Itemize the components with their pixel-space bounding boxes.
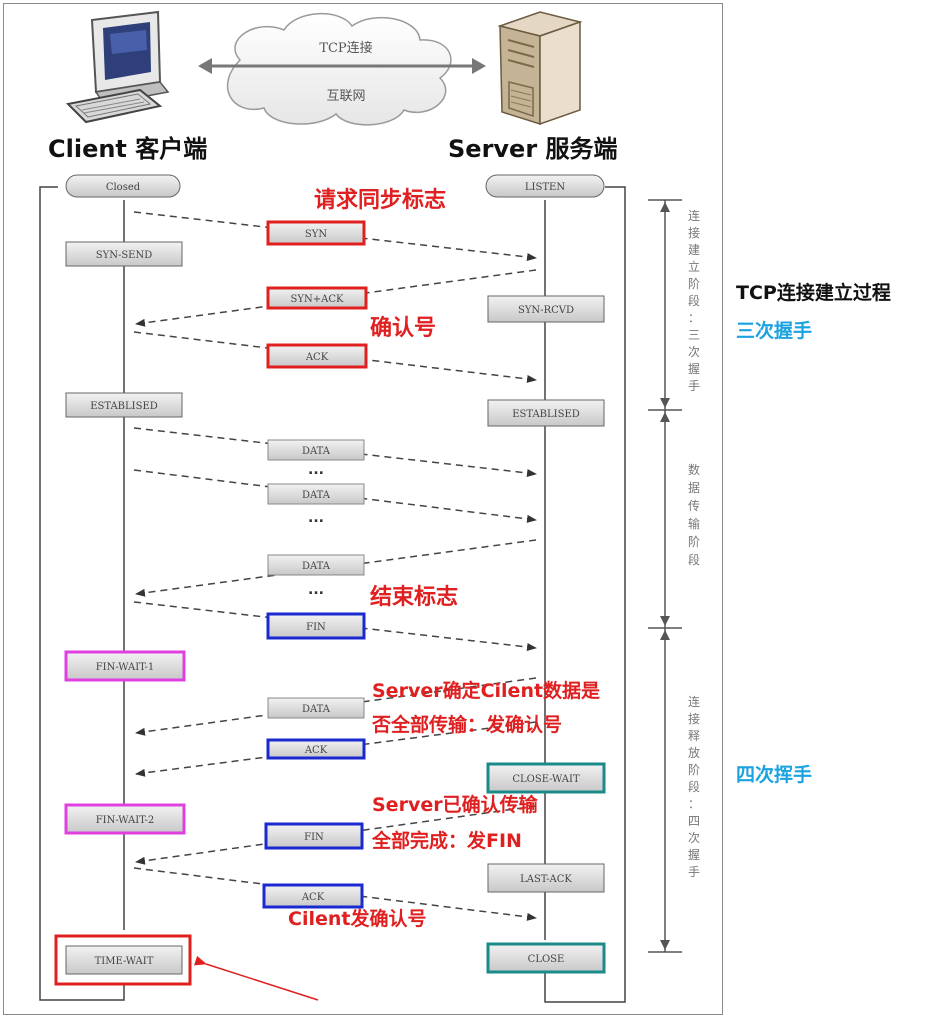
client-state-established xyxy=(65,392,183,418)
bracket-arrow-2-icon xyxy=(660,398,670,408)
client-state-fin-wait-2-label: FIN-WAIT-2 xyxy=(96,815,155,826)
packet-data-4 xyxy=(267,697,365,719)
client-state-syn-send xyxy=(65,241,183,267)
packet-fin-2 xyxy=(264,822,364,850)
client-loop-line xyxy=(39,186,125,1001)
packet-syn-label: SYN xyxy=(305,229,327,240)
arrow-ack-2 xyxy=(135,721,537,777)
ellipsis-3: ... xyxy=(308,582,324,598)
ellipsis-2: ... xyxy=(308,510,324,526)
packet-syn-ack xyxy=(266,286,368,310)
side-title: TCP连接建立过程 xyxy=(736,282,891,304)
packet-syn-ack-label: SYN+ACK xyxy=(291,294,344,305)
ellipsis-1: ... xyxy=(308,462,324,478)
server-loop-line xyxy=(544,186,626,1003)
phase-text-release: 连接释放阶段：四次握手 xyxy=(688,694,700,879)
packet-data-2-label: DATA xyxy=(302,490,331,501)
packet-syn xyxy=(266,220,366,246)
arrow-syn xyxy=(133,211,537,261)
annotation-ack-number: 确认号 xyxy=(370,316,437,341)
time-wait-pointer-arrow xyxy=(193,955,319,1001)
client-state-time-wait-label: TIME-WAIT xyxy=(95,956,154,967)
packet-data-4-label: DATA xyxy=(302,704,331,715)
phase-label-transfer: 数据传输阶段 xyxy=(688,462,700,567)
packet-ack-3 xyxy=(262,883,364,909)
arrow-syn-ack xyxy=(135,269,537,327)
phase-brackets xyxy=(648,199,682,953)
internet-label: 互联网 xyxy=(326,89,365,104)
packet-fin-2-label: FIN xyxy=(304,832,324,843)
client-state-time-wait xyxy=(65,945,183,975)
client-computer-icon xyxy=(65,10,170,124)
packet-data-3 xyxy=(267,554,365,576)
packet-data-1 xyxy=(267,439,365,461)
packet-fin-1 xyxy=(266,612,366,640)
packet-data-3-label: DATA xyxy=(302,561,331,572)
arrow-data-4 xyxy=(135,677,537,736)
client-state-closed xyxy=(65,174,181,198)
packet-ack-1 xyxy=(266,343,368,369)
server-state-last-ack-label: LAST-ACK xyxy=(520,874,572,885)
client-state-fin-wait-1-label: FIN-WAIT-1 xyxy=(96,662,155,673)
server-state-close-label: CLOSE xyxy=(528,954,565,965)
packet-ack-2 xyxy=(266,738,366,760)
client-state-fin-wait-2 xyxy=(64,803,186,835)
packet-ack-3-label: ACK xyxy=(301,892,325,903)
server-state-last-ack xyxy=(487,863,605,893)
client-state-syn-send-label: SYN-SEND xyxy=(96,250,153,261)
annotation-end-flag: 结束标志 xyxy=(370,585,459,610)
server-state-established xyxy=(487,399,605,427)
arrow-data-1 xyxy=(133,427,537,477)
bracket-arrow-4-icon xyxy=(660,616,670,626)
client-state-fin-wait-1 xyxy=(64,650,186,682)
network-arrow-right-icon xyxy=(472,58,486,74)
arrow-fin-2 xyxy=(135,805,537,865)
client-state-established-label: ESTABLISED xyxy=(90,401,158,412)
annotation-client-ack: Cilent发确认号 xyxy=(288,908,427,930)
server-state-close-wait-label: CLOSE-WAIT xyxy=(512,774,580,785)
side-four-way-wave: 四次挥手 xyxy=(736,764,813,786)
packet-data-2 xyxy=(267,483,365,505)
annotation-server-confirm-2: 否全部传输：发确认号 xyxy=(372,714,563,736)
phase-text-transfer: 数据传输阶段 xyxy=(688,462,700,567)
server-state-listen xyxy=(485,174,605,198)
side-three-way-handshake: 三次握手 xyxy=(736,320,813,342)
phase-label-establish: 连接建立阶段：三次握手 xyxy=(688,208,700,393)
packet-fin-1-label: FIN xyxy=(306,622,326,633)
annotation-server-done-2: 全部完成：发FIN xyxy=(372,830,522,852)
arrow-data-3 xyxy=(135,539,537,597)
server-state-listen-label: LISTEN xyxy=(525,182,565,193)
diagram-frame xyxy=(3,3,723,1015)
server-state-close xyxy=(486,942,606,974)
annotation-server-confirm-1: Server确定Cilent数据是 xyxy=(372,680,601,702)
arrow-data-2 xyxy=(133,469,537,523)
bracket-arrow-5-icon xyxy=(660,630,670,640)
internet-cloud xyxy=(226,13,452,126)
annotation-server-done-1: Server已确认传输 xyxy=(372,794,538,816)
server-tower-icon xyxy=(497,11,583,126)
network-arrow-left-icon xyxy=(198,58,212,74)
server-state-syn-rcvd-label: SYN-RCVD xyxy=(518,305,574,316)
packet-data-1-label: DATA xyxy=(302,446,331,457)
bracket-arrow-6-icon xyxy=(660,940,670,950)
server-state-established-label: ESTABLISED xyxy=(512,409,580,420)
arrow-ack-3 xyxy=(133,867,537,921)
annotation-sync-flag: 请求同步标志 xyxy=(314,188,447,213)
phase-text-establish: 连接建立阶段：三次握手 xyxy=(688,208,700,393)
server-title: Server 服务端 xyxy=(448,135,618,163)
packet-ack-2-label: ACK xyxy=(304,745,328,756)
client-state-closed-label: Closed xyxy=(106,182,141,193)
phase-label-release: 连接释放阶段：四次握手 xyxy=(688,694,700,879)
bracket-arrow-3-icon xyxy=(660,412,670,422)
tcp-connection-label: TCP连接 xyxy=(319,40,372,56)
server-state-close-wait xyxy=(486,762,606,794)
arrow-fin-1 xyxy=(133,601,537,651)
server-state-syn-rcvd xyxy=(487,295,605,323)
packet-ack-1-label: ACK xyxy=(305,352,329,363)
time-wait-highlight xyxy=(54,934,192,986)
client-title: Client 客户端 xyxy=(48,135,207,163)
bracket-arrow-1-icon xyxy=(660,202,670,212)
arrow-ack-1 xyxy=(133,331,537,383)
